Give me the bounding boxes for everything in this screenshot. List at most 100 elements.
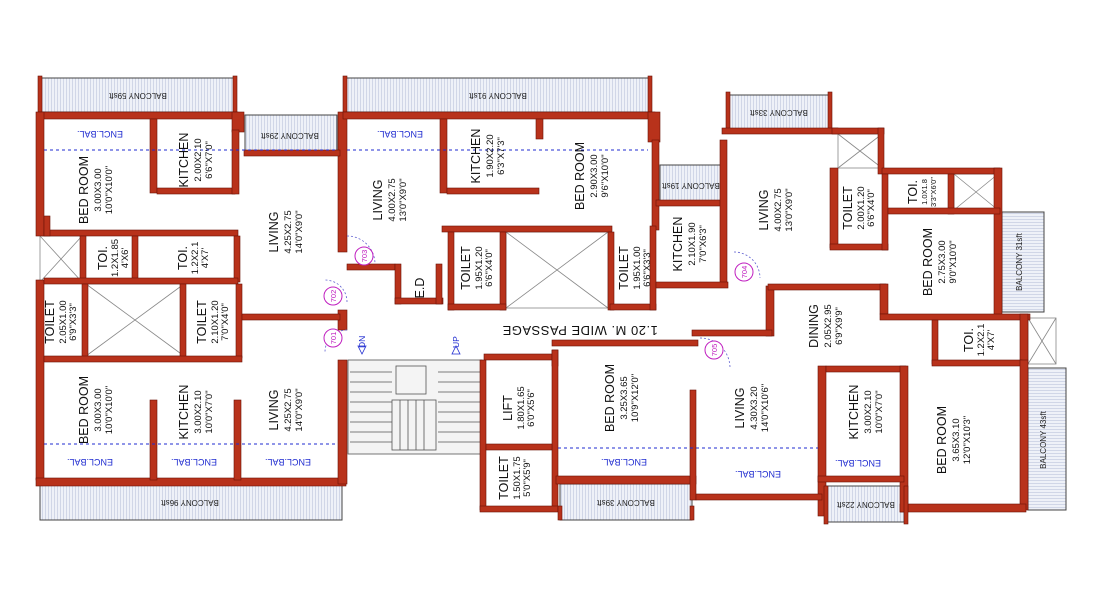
svg-text:BED ROOM: BED ROOM [77,156,91,224]
svg-text:3.00X3.00: 3.00X3.00 [93,388,104,431]
svg-text:KITCHEN: KITCHEN [177,385,191,440]
balconies [39,77,1067,523]
svg-text:3.00X2.10: 3.00X2.10 [863,390,874,433]
svg-text:LIFT: LIFT [501,395,515,421]
svg-text:6'9"X3'3": 6'9"X3'3" [68,303,79,341]
svg-text:BED ROOM: BED ROOM [603,364,617,432]
svg-text:4.25X2.75: 4.25X2.75 [283,210,294,253]
svg-text:9'6"X10'0": 9'6"X10'0" [600,154,611,197]
room-toilet-c1: TOILET 1.95X1.20 6'6"X4'0" [459,246,495,290]
svg-text:LIVING: LIVING [267,212,281,253]
svg-text:TOI.: TOI. [906,180,920,204]
room-ed: E.D [413,278,427,299]
balcony-label-59: BALCONY 59sft [108,91,166,100]
svg-text:1.80X1.65: 1.80X1.65 [516,386,527,429]
svg-text:6'6"X3'3": 6'6"X3'3" [642,249,653,287]
svg-text:TOILET: TOILET [195,300,209,344]
svg-text:LIVING: LIVING [733,388,747,429]
svg-text:4.25X2.75: 4.25X2.75 [283,388,294,431]
svg-text:KITCHEN: KITCHEN [671,217,685,272]
balcony-label-43: BALCONY 43sft [1039,410,1048,468]
svg-text:DN: DN [357,336,367,348]
svg-text:LIVING: LIVING [371,180,385,221]
balcony-label-33: BALCONY 33sft [749,108,807,117]
svg-text:E.D: E.D [413,278,427,299]
svg-text:6'3"X7'3": 6'3"X7'3" [496,137,507,175]
svg-text:3.00X3.00: 3.00X3.00 [93,168,104,211]
balcony-label-22: BALCONY 22sft [836,500,894,509]
flat-tag-704: 704 [734,262,754,282]
svg-text:6'9"X9'9": 6'9"X9'9" [834,307,845,345]
svg-text:10'0"X7'0": 10'0"X7'0" [204,390,215,433]
encl-bal-7: ENCL.BAL. [735,469,781,479]
balcony-22 [825,485,907,523]
flat-tag-702: 702 [323,286,343,306]
svg-text:10'0"X7'0": 10'0"X7'0" [874,390,885,433]
stair-dn: DN [357,336,367,355]
svg-text:4'X7': 4'X7' [200,248,211,269]
svg-text:TOI.: TOI. [96,246,110,270]
svg-text:2.05X2.95: 2.05X2.95 [823,304,834,347]
svg-text:UP: UP [451,336,461,348]
room-living-bl: LIVING 4.25X2.75 14'0"X9'0" [267,388,305,431]
svg-text:2.00X2.10: 2.00X2.10 [193,138,204,181]
room-bed-bc: BED ROOM 3.25X3.65 10'9"X12'0" [603,364,641,432]
svg-text:1.0X1.8: 1.0X1.8 [920,179,929,205]
room-toilet-r: TOILET 2.00X1.20 6'6"X4'0" [841,186,877,230]
svg-text:5'0"X5'9": 5'0"X5'9" [522,459,533,497]
svg-text:701: 701 [329,332,338,345]
svg-text:3.25X3.65: 3.25X3.65 [619,376,630,419]
svg-text:13'0"X9'0": 13'0"X9'0" [784,188,795,231]
svg-text:4.00X2.75: 4.00X2.75 [387,178,398,221]
room-living-tl: LIVING 4.25X2.75 14'0"X9'0" [267,210,305,253]
room-living-tr: LIVING 4.00X2.75 13'0"X9'0" [757,188,795,231]
svg-text:4.00X2.75: 4.00X2.75 [773,188,784,231]
encl-bal-lines [44,149,818,449]
svg-text:2.05X1.00: 2.05X1.00 [58,300,69,343]
encl-bal-8: ENCL.BAL. [835,458,881,468]
svg-text:13'0"X9'0": 13'0"X9'0" [398,178,409,221]
svg-text:KITCHEN: KITCHEN [177,133,191,188]
room-toilet-bc: TOILET 1.50X1.75 5'0"X5'9" [497,456,533,500]
room-dining: DINING 2.05X2.95 6'9"X9'9" [807,304,845,348]
svg-text:LIVING: LIVING [757,190,771,231]
balcony-59 [39,77,236,113]
room-bed-r: BED ROOM 2.75X3.00 9'0"X10'0" [921,228,959,296]
svg-text:14'0"X10'6": 14'0"X10'6" [760,384,771,432]
svg-text:TOILET: TOILET [43,300,57,344]
stair-markers: DN UP [357,336,461,355]
room-living-br: LIVING 4.30X3.20 14'0"X10'6" [733,384,771,432]
walls [35,75,1031,525]
room-kitchen-bl: KITCHEN 3.00X2.10 10'0"X7'0" [177,385,215,440]
svg-text:2.10X1.20: 2.10X1.20 [210,300,221,343]
svg-text:10'0"X10'0": 10'0"X10'0" [104,386,115,434]
svg-text:BED ROOM: BED ROOM [77,376,91,444]
svg-text:BED ROOM: BED ROOM [935,406,949,474]
svg-text:TOILET: TOILET [617,246,631,290]
svg-text:703: 703 [360,250,369,263]
svg-text:4.30X3.20: 4.30X3.20 [749,386,760,429]
svg-text:TOILET: TOILET [497,456,511,500]
balcony-label-31: BALCONY 31sft [1015,232,1024,290]
svg-text:TOI.: TOI. [962,328,976,352]
svg-text:3'3"X6'0": 3'3"X6'0" [929,177,938,207]
svg-text:3.65X3.10: 3.65X3.10 [951,418,962,461]
svg-text:12'0"X10'3": 12'0"X10'3" [962,416,973,464]
room-toi-r1: TOI. 1.0X1.8 3'3"X6'0" [906,177,938,207]
svg-text:1.2X2.1: 1.2X2.1 [190,242,201,275]
svg-text:1.50X1.75: 1.50X1.75 [512,456,523,499]
room-bed-tc: BED ROOM 2.90X3.00 9'6"X10'0" [573,142,611,210]
svg-text:1.90X2.20: 1.90X2.20 [485,134,496,177]
svg-text:6'0"X5'6": 6'0"X5'6" [526,389,537,427]
svg-text:2.10X1.90: 2.10X1.90 [687,222,698,265]
svg-text:702: 702 [329,290,338,303]
room-kitchen-tl: KITCHEN 2.00X2.10 6'6"X7'0" [177,133,215,188]
svg-text:9'0"X10'0": 9'0"X10'0" [948,240,959,283]
svg-text:7'0"X4'0": 7'0"X4'0" [220,303,231,341]
svg-text:704: 704 [740,266,749,279]
room-lift: LIFT 1.80X1.65 6'0"X5'6" [501,386,537,429]
balcony-29 [244,114,338,152]
svg-text:14'0"X9'0": 14'0"X9'0" [294,388,305,431]
